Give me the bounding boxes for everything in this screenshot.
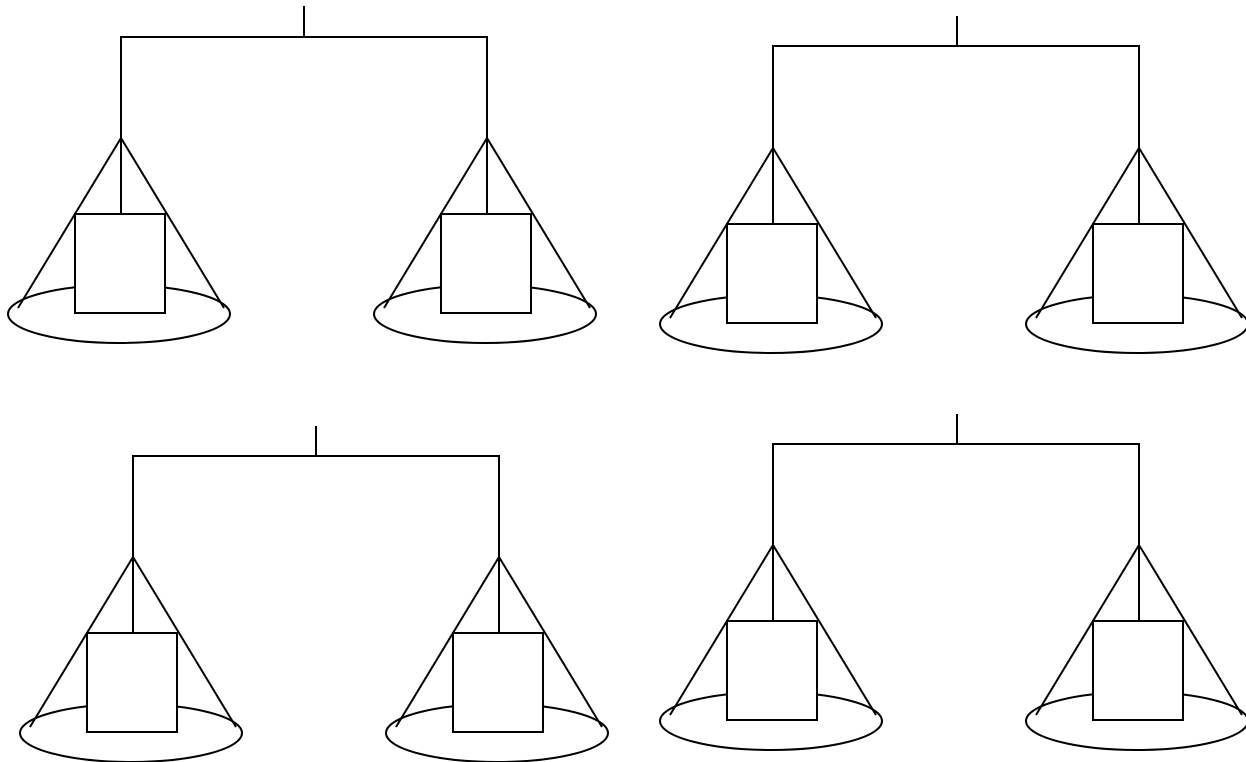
left-weight-box (75, 214, 165, 313)
right-pan (374, 138, 596, 343)
right-pan (1026, 545, 1246, 750)
right-pan (386, 557, 608, 762)
scale-bottom-left (20, 426, 608, 762)
right-weight-box (1093, 224, 1183, 323)
left-pan (20, 557, 242, 762)
beam (773, 444, 1139, 545)
left-weight-box (727, 621, 817, 720)
left-pan (660, 148, 882, 353)
scale-top-left (8, 6, 596, 343)
left-pan (8, 138, 230, 343)
scale-top-right (660, 16, 1246, 353)
right-weight-box (1093, 621, 1183, 720)
left-weight-box (727, 224, 817, 323)
beam (133, 456, 499, 557)
left-pan (660, 545, 882, 750)
left-weight-box (87, 633, 177, 732)
scale-bottom-right (660, 414, 1246, 750)
beam (121, 37, 487, 138)
beam (773, 46, 1139, 148)
right-pan (1026, 148, 1246, 353)
right-weight-box (453, 633, 543, 732)
right-weight-box (441, 214, 531, 313)
